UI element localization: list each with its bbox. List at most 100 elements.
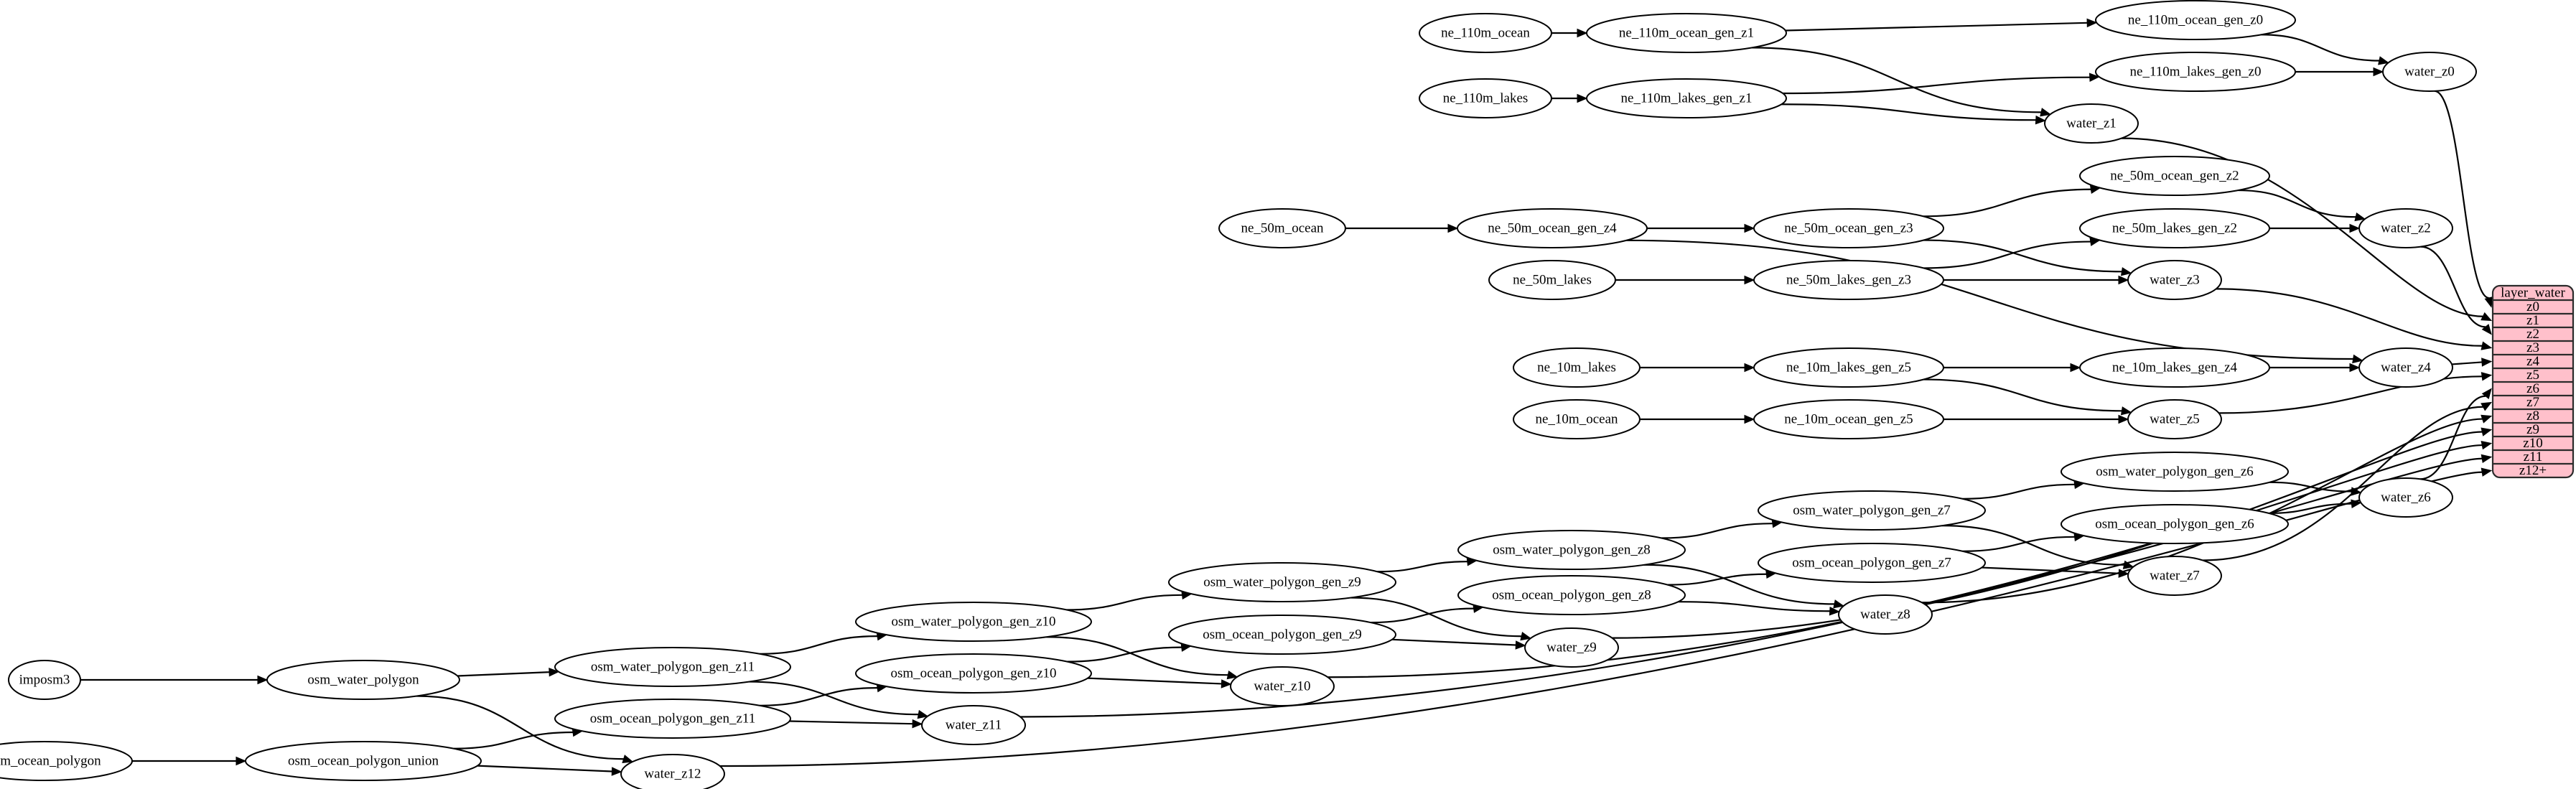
record-row-z9[interactable]: z9 bbox=[2526, 422, 2539, 437]
record-table-layer_water[interactable]: layer_waterz0z1z2z3z4z5z6z7z8z9z10z11z12… bbox=[2491, 284, 2575, 479]
graph-edge bbox=[2451, 358, 2493, 367]
graph-edge bbox=[1783, 73, 2101, 95]
graph-node-ne_10m_lakes_gen_z4[interactable]: ne_10m_lakes_gen_z4 bbox=[2079, 347, 2270, 388]
graph-node-osm_water_polygon_gen_z8[interactable]: osm_water_polygon_gen_z8 bbox=[1457, 530, 1686, 570]
graph-node-label: water_z12 bbox=[644, 766, 701, 781]
graph-edge bbox=[1371, 604, 1484, 624]
graph-edge bbox=[477, 765, 622, 776]
graph-node-label: water_z7 bbox=[2150, 568, 2200, 583]
graph-node-osm_water_polygon[interactable]: osm_water_polygon bbox=[266, 660, 460, 700]
graph-node-water_z3[interactable]: water_z3 bbox=[2127, 260, 2222, 300]
record-row-z5[interactable]: z5 bbox=[2526, 368, 2539, 383]
graph-edge bbox=[80, 675, 269, 685]
graph-node-water_z9[interactable]: water_z9 bbox=[1524, 627, 1619, 668]
graph-node-ne_110m_ocean[interactable]: ne_110m_ocean bbox=[1419, 13, 1552, 53]
graph-node-ne_50m_ocean_gen_z3[interactable]: ne_50m_ocean_gen_z3 bbox=[1753, 208, 1944, 248]
graph-edge bbox=[1615, 275, 1755, 285]
node-layer: ne_110m_ocean ne_110m_ocean_gen_z1 ne_110m… bbox=[0, 0, 2477, 789]
graph-node-label: ne_50m_lakes_gen_z3 bbox=[1786, 272, 1911, 287]
graph-node-label: ne_50m_ocean_gen_z4 bbox=[1488, 220, 1617, 235]
record-row-z2[interactable]: z2 bbox=[2526, 327, 2539, 342]
graph-node-ne_10m_lakes_gen_z5[interactable]: ne_10m_lakes_gen_z5 bbox=[1753, 347, 1944, 388]
graph-node-label: ne_10m_ocean_gen_z5 bbox=[1784, 411, 1913, 426]
graph-edge bbox=[2238, 189, 2366, 222]
graph-edge bbox=[454, 727, 584, 750]
graph-edge bbox=[1943, 414, 2129, 424]
graph-node-ne_110m_lakes[interactable]: ne_110m_lakes bbox=[1419, 78, 1552, 118]
graph-edge bbox=[2434, 90, 2493, 308]
record-row-z3[interactable]: z3 bbox=[2526, 340, 2539, 355]
graph-node-osm_ocean_polygon_gen_z9[interactable]: osm_ocean_polygon_gen_z9 bbox=[1168, 615, 1396, 655]
graph-node-water_z8[interactable]: water_z8 bbox=[1838, 594, 1933, 635]
graph-edge bbox=[2216, 288, 2493, 350]
graph-node-label: ne_50m_lakes_gen_z2 bbox=[2112, 220, 2237, 235]
graph-node-ne_10m_ocean[interactable]: ne_10m_ocean bbox=[1513, 399, 1641, 439]
graph-node-osm_ocean_polygon_gen_z7[interactable]: osm_ocean_polygon_gen_z7 bbox=[1758, 543, 1986, 583]
graph-node-osm_water_polygon_gen_z10[interactable]: osm_water_polygon_gen_z10 bbox=[855, 602, 1092, 642]
graph-node-water_z2[interactable]: water_z2 bbox=[2358, 208, 2453, 248]
graph-node-ne_50m_ocean[interactable]: ne_50m_ocean bbox=[1218, 208, 1346, 248]
graph-node-osm_ocean_polygon[interactable]: osm_ocean_polygon bbox=[0, 741, 133, 781]
graph-node-water_z5[interactable]: water_z5 bbox=[2127, 399, 2222, 439]
graph-node-ne_50m_lakes[interactable]: ne_50m_lakes bbox=[1488, 260, 1616, 300]
record-row-z12+[interactable]: z12+ bbox=[2519, 463, 2547, 478]
graph-edge bbox=[2420, 388, 2492, 480]
graph-node-water_z7[interactable]: water_z7 bbox=[2127, 556, 2222, 596]
record-row-z0[interactable]: z0 bbox=[2526, 299, 2539, 314]
graph-node-label: water_z9 bbox=[1546, 640, 1597, 655]
graph-node-osm_water_polygon_gen_z9[interactable]: osm_water_polygon_gen_z9 bbox=[1168, 562, 1396, 602]
graph-edge bbox=[1345, 223, 1459, 233]
graph-node-water_z1[interactable]: water_z1 bbox=[2044, 103, 2139, 144]
graph-node-ne_50m_lakes_gen_z3[interactable]: ne_50m_lakes_gen_z3 bbox=[1753, 260, 1944, 300]
graph-node-ne_50m_lakes_gen_z2[interactable]: ne_50m_lakes_gen_z2 bbox=[2079, 208, 2270, 248]
graph-node-ne_110m_lakes_gen_z1[interactable]: ne_110m_lakes_gen_z1 bbox=[1586, 78, 1787, 118]
graph-node-ne_50m_ocean_gen_z4[interactable]: ne_50m_ocean_gen_z4 bbox=[1457, 208, 1648, 248]
graph-edge bbox=[2121, 137, 2493, 322]
graph-node-osm_water_polygon_gen_z7[interactable]: osm_water_polygon_gen_z7 bbox=[1758, 490, 1986, 531]
graph-node-ne_110m_lakes_gen_z0[interactable]: ne_110m_lakes_gen_z0 bbox=[2095, 52, 2296, 92]
graph-edge bbox=[1640, 363, 1755, 373]
graph-edge bbox=[1643, 564, 1845, 609]
graph-node-ne_110m_ocean_gen_z0[interactable]: ne_110m_ocean_gen_z0 bbox=[2095, 0, 2296, 40]
record-row-z10[interactable]: z10 bbox=[2523, 436, 2542, 451]
graph-node-label: osm_water_polygon_gen_z8 bbox=[1493, 542, 1651, 557]
record-row-z8[interactable]: z8 bbox=[2526, 408, 2539, 424]
graph-node-label: osm_ocean_polygon_gen_z6 bbox=[2095, 516, 2254, 531]
graph-node-ne_110m_ocean_gen_z1[interactable]: ne_110m_ocean_gen_z1 bbox=[1586, 13, 1787, 53]
graph-node-osm_ocean_polygon_gen_z8[interactable]: osm_ocean_polygon_gen_z8 bbox=[1457, 575, 1686, 615]
graph-node-label: ne_50m_ocean bbox=[1241, 220, 1324, 235]
graph-node-ne_10m_lakes[interactable]: ne_10m_lakes bbox=[1513, 347, 1641, 388]
graph-node-label: osm_water_polygon_gen_z11 bbox=[591, 659, 755, 674]
record-row-z4[interactable]: z4 bbox=[2526, 354, 2539, 369]
graph-node-osm_ocean_polygon_gen_z6[interactable]: osm_ocean_polygon_gen_z6 bbox=[2061, 504, 2289, 544]
graph-node-label: osm_ocean_polygon_gen_z8 bbox=[1492, 587, 1651, 602]
graph-node-osm_water_polygon_gen_z6[interactable]: osm_water_polygon_gen_z6 bbox=[2061, 452, 2289, 492]
graph-edge bbox=[2218, 372, 2493, 414]
graph-node-label: osm_water_polygon_gen_z9 bbox=[1203, 574, 1361, 589]
graph-node-osm_water_polygon_gen_z11[interactable]: osm_water_polygon_gen_z11 bbox=[554, 647, 791, 687]
graph-node-osm_ocean_polygon_gen_z10[interactable]: osm_ocean_polygon_gen_z10 bbox=[855, 653, 1092, 694]
graph-edge bbox=[1640, 414, 1755, 424]
graph-node-water_z4[interactable]: water_z4 bbox=[2358, 347, 2453, 388]
graph-edge bbox=[1020, 454, 2493, 718]
graph-node-osm_ocean_polygon_union[interactable]: osm_ocean_polygon_union bbox=[245, 741, 482, 781]
graph-node-label: ne_110m_ocean_gen_z1 bbox=[1619, 25, 1754, 40]
record-row-z7[interactable]: z7 bbox=[2526, 395, 2539, 410]
graph-node-osm_ocean_polygon_gen_z11[interactable]: osm_ocean_polygon_gen_z11 bbox=[554, 699, 791, 739]
graph-node-water_z10[interactable]: water_z10 bbox=[1230, 666, 1335, 706]
graph-edge bbox=[1922, 414, 2493, 604]
graph-node-water_z11[interactable]: water_z11 bbox=[921, 705, 1026, 745]
record-table-layer: layer_waterz0z1z2z3z4z5z6z7z8z9z10z11z12… bbox=[2491, 284, 2575, 479]
record-row-z11[interactable]: z11 bbox=[2524, 449, 2543, 464]
graph-node-water_z6[interactable]: water_z6 bbox=[2358, 477, 2453, 518]
graph-edge bbox=[760, 632, 888, 655]
graph-node-water_z12[interactable]: water_z12 bbox=[620, 754, 725, 789]
record-row-z1[interactable]: z1 bbox=[2526, 313, 2539, 328]
graph-node-imposm3[interactable]: imposm3 bbox=[8, 660, 81, 700]
graph-edge bbox=[760, 683, 888, 706]
graph-node-ne_10m_ocean_gen_z5[interactable]: ne_10m_ocean_gen_z5 bbox=[1753, 399, 1944, 439]
graph-node-ne_50m_ocean_gen_z2[interactable]: ne_50m_ocean_gen_z2 bbox=[2079, 156, 2270, 196]
graph-node-water_z0[interactable]: water_z0 bbox=[2382, 52, 2477, 92]
record-row-z6[interactable]: z6 bbox=[2526, 381, 2539, 396]
